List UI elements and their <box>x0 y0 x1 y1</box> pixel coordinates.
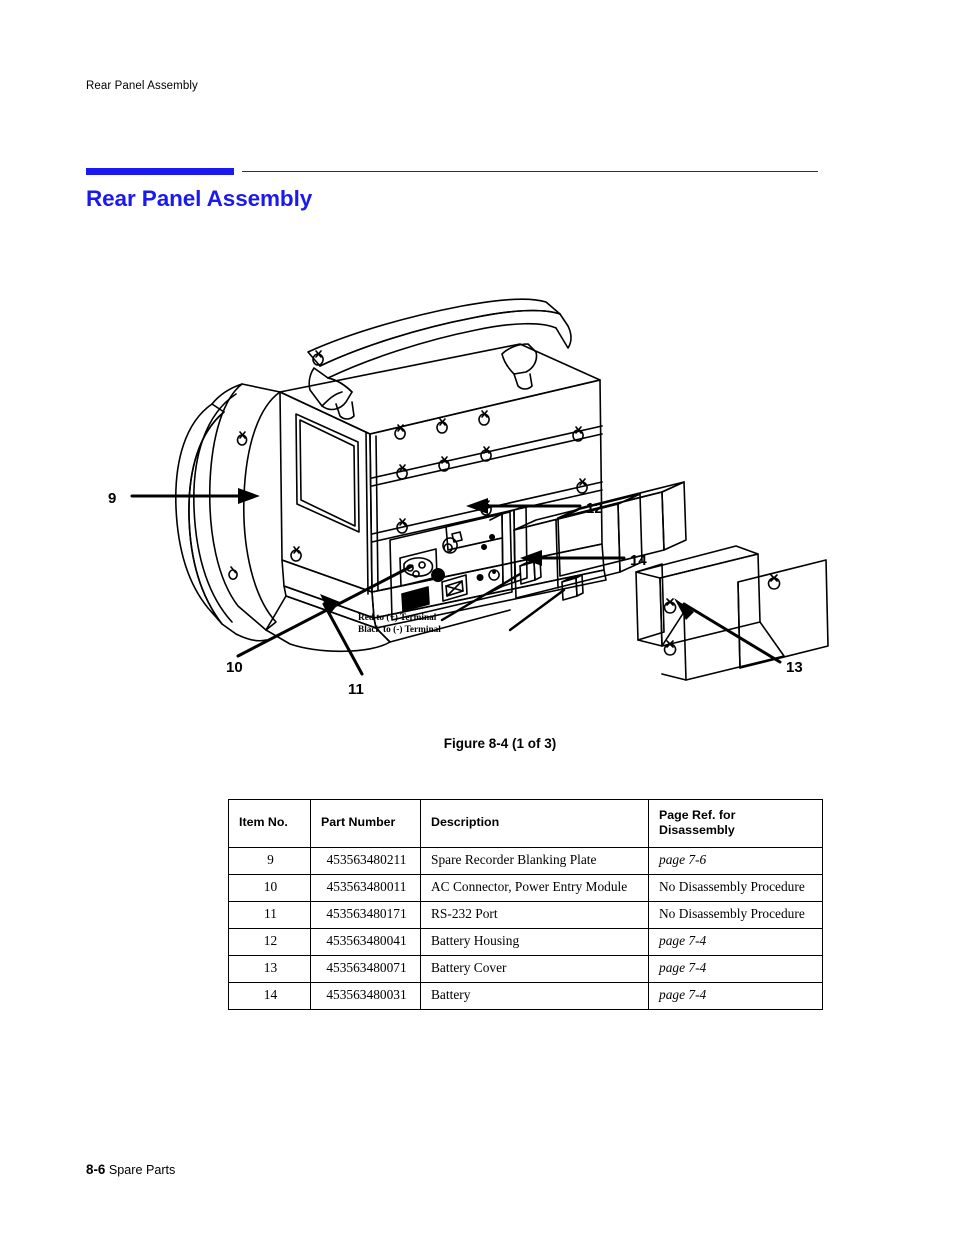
column-header-part-number: Part Number <box>310 799 421 848</box>
terminal-note-line1: Red to (+) Terminal <box>358 612 437 623</box>
terminal-note-line2: Black to (-) Terminal <box>358 624 441 635</box>
cell-description: Battery Housing <box>420 928 649 956</box>
table-header-row: Item No. Part Number Description Page Re… <box>228 799 823 848</box>
cell-description: Battery Cover <box>420 955 649 983</box>
cell-description: Spare Recorder Blanking Plate <box>420 847 649 875</box>
cell-part-number: 453563480171 <box>310 901 421 929</box>
callout-11: 11 <box>348 681 364 698</box>
callout-14: 14 <box>630 552 647 569</box>
column-header-description: Description <box>420 799 649 848</box>
cell-page-ref: No Disassembly Procedure <box>648 874 823 902</box>
column-header-page-ref-line2: Disassembly <box>659 823 735 837</box>
page-title: Rear Panel Assembly <box>86 186 313 211</box>
figure-illustration: 9 10 11 12 13 14 Red to (+) Terminal Bla… <box>90 282 870 732</box>
cell-part-number: 453563480041 <box>310 928 421 956</box>
cell-part-number: 453563480071 <box>310 955 421 983</box>
cell-page-ref: No Disassembly Procedure <box>648 901 823 929</box>
cell-part-number: 453563480031 <box>310 982 421 1010</box>
heading-rule-thick <box>86 168 234 175</box>
cell-page-ref: page 7-4 <box>648 982 823 1010</box>
cell-part-number: 453563480011 <box>310 874 421 902</box>
cell-item-no: 12 <box>228 928 311 956</box>
table-row: 9 453563480211 Spare Recorder Blanking P… <box>228 847 823 875</box>
cell-description: AC Connector, Power Entry Module <box>420 874 649 902</box>
page-footer: 8-6 Spare Parts <box>86 1162 175 1177</box>
cell-item-no: 14 <box>228 982 311 1010</box>
cell-item-no: 13 <box>228 955 311 983</box>
heading-rule-thin <box>242 170 818 173</box>
table-row: 11 453563480171 RS-232 Port No Disassemb… <box>228 901 823 929</box>
section-heading-rule <box>86 168 818 178</box>
figure-caption: Figure 8-4 (1 of 3) <box>0 736 954 751</box>
column-header-page-ref-line1: Page Ref. for <box>659 807 736 822</box>
table-row: 13 453563480071 Battery Cover page 7-4 <box>228 955 823 983</box>
figure-caption-text: Figure 8-4 (1 of 3) <box>443 736 557 751</box>
cell-item-no: 10 <box>228 874 311 902</box>
table-row: 12 453563480041 Battery Housing page 7-4 <box>228 928 823 956</box>
cell-part-number: 453563480211 <box>310 847 421 875</box>
table-row: 14 453563480031 Battery page 7-4 <box>228 982 823 1010</box>
cell-item-no: 9 <box>228 847 311 875</box>
callout-9: 9 <box>108 490 116 507</box>
callout-13: 13 <box>786 659 803 676</box>
cell-description: Battery <box>420 982 649 1010</box>
cell-page-ref: page 7-4 <box>648 955 823 983</box>
cell-page-ref: page 7-6 <box>648 847 823 875</box>
table-row: 10 453563480011 AC Connector, Power Entr… <box>228 874 823 902</box>
running-header: Rear Panel Assembly <box>86 80 198 92</box>
cell-item-no: 11 <box>228 901 311 929</box>
column-header-page-ref: Page Ref. for Disassembly <box>648 799 823 848</box>
footer-label: Spare Parts <box>108 1163 176 1177</box>
callout-12: 12 <box>586 500 603 517</box>
column-header-item-no: Item No. <box>228 799 311 848</box>
cell-page-ref: page 7-4 <box>648 928 823 956</box>
parts-table: Item No. Part Number Description Page Re… <box>228 799 823 1010</box>
cell-description: RS-232 Port <box>420 901 649 929</box>
callout-10: 10 <box>226 659 243 676</box>
page-number: 8-6 <box>86 1162 106 1177</box>
